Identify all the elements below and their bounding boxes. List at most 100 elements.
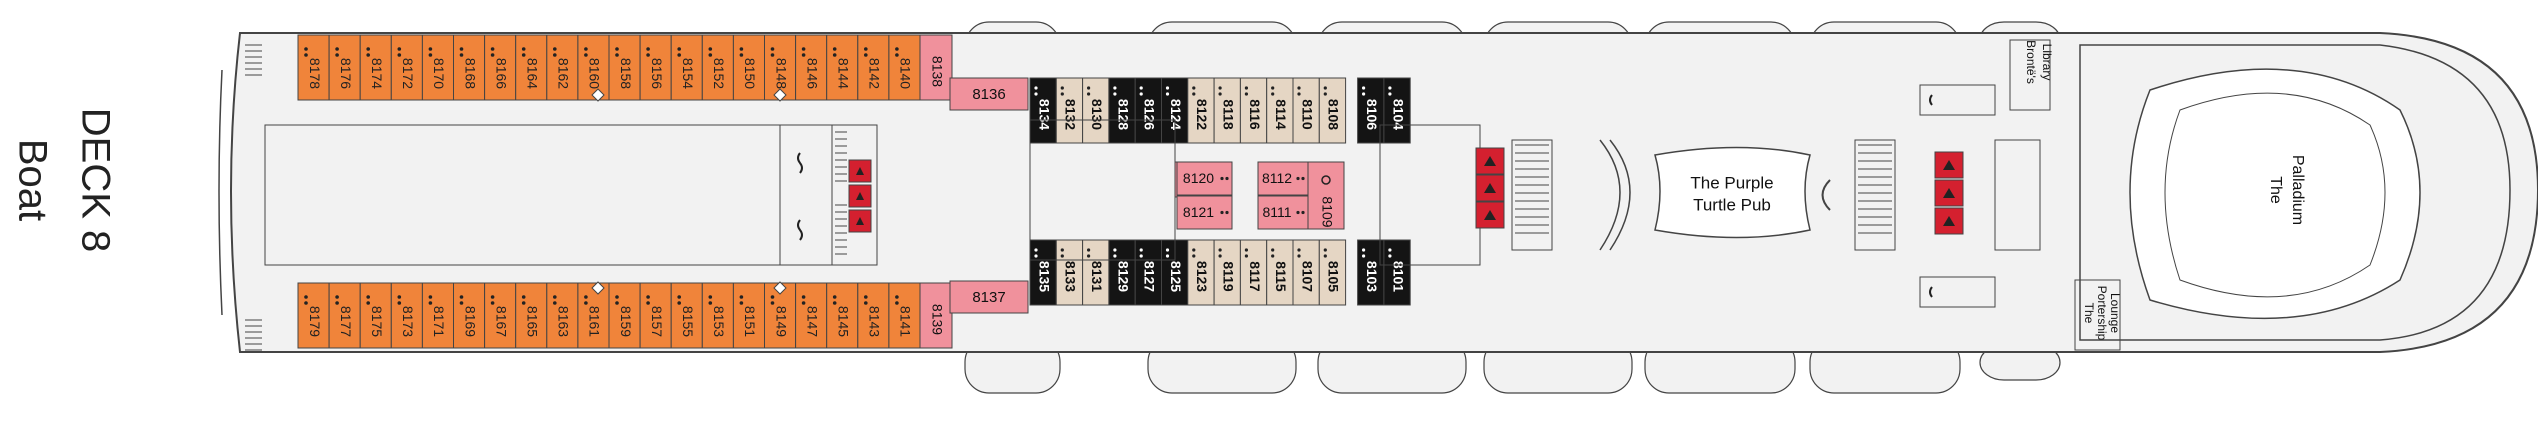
bed-icon (739, 301, 744, 305)
bed-icon (1165, 248, 1170, 252)
bed-icon (1087, 92, 1091, 96)
bed-icon (304, 301, 308, 305)
bed-icon (1060, 248, 1064, 252)
cabin-number: 8110 (1299, 99, 1315, 130)
bed-icon (584, 295, 588, 299)
cabin-number: 8149 (773, 306, 789, 337)
bed-icon (1271, 92, 1275, 96)
bed-icon (801, 301, 806, 305)
bed-icon (677, 53, 681, 57)
bed-icon (1271, 254, 1275, 258)
bed-icon (1362, 92, 1366, 96)
cabin-orange (639, 282, 672, 349)
cabin-number: 8158 (618, 58, 634, 89)
cabin-pink (1257, 161, 1309, 196)
bed-icon (1034, 86, 1038, 90)
bed-icon (739, 295, 744, 299)
bed-icon (584, 301, 588, 305)
bed-icon (801, 47, 806, 51)
bed-icon (521, 47, 526, 51)
bed-icon (553, 53, 557, 57)
cabin-number: 8177 (338, 306, 354, 337)
restroom (1919, 84, 1996, 116)
bed-icon (1323, 86, 1327, 90)
restroom-icon (797, 219, 803, 241)
bed-icon (677, 47, 681, 51)
access-icon (773, 281, 787, 295)
cabin-orange (453, 34, 486, 101)
cabin-number: 8116 (1247, 99, 1263, 130)
restroom-icon (1929, 286, 1933, 298)
bed-icon (335, 53, 339, 57)
theatre-name: The (2267, 176, 2284, 204)
bed-icon (459, 47, 464, 51)
cabin-number: 8121 (1183, 204, 1214, 220)
cabin-beige (1055, 77, 1084, 144)
cabin-orange (639, 34, 672, 101)
bed-icon (1165, 86, 1170, 90)
bed-icon (801, 53, 806, 57)
bed-icon (895, 47, 899, 51)
cabin-orange (670, 34, 703, 101)
cabin-number: 8128 (1115, 99, 1131, 130)
restroom (1919, 276, 1996, 308)
cabin-black (1029, 239, 1057, 306)
bed-icon (521, 53, 526, 57)
bed-icon (1165, 92, 1170, 96)
cabin-number: 8152 (711, 58, 727, 89)
bed-icon (895, 53, 899, 57)
bed-icon (1244, 248, 1248, 252)
cabin-number: 8137 (972, 289, 1005, 306)
bed-icon (1087, 254, 1091, 258)
cabin-number: 8166 (493, 58, 509, 89)
bed-icon (895, 301, 899, 305)
bed-icon (1225, 210, 1229, 215)
bed-icon (1139, 92, 1143, 96)
bed-icon (366, 301, 371, 305)
lounge-name: Portership (2095, 286, 2109, 341)
bed-icon (1297, 248, 1301, 252)
bed-icon (1218, 92, 1222, 96)
lift (1934, 151, 1964, 179)
cabin-number: 8144 (836, 58, 852, 89)
cabin-number: 8133 (1063, 261, 1079, 292)
cabin-number: 8117 (1247, 261, 1263, 292)
bed-icon (864, 295, 868, 299)
bed-icon (1301, 176, 1305, 181)
stern-line (218, 69, 223, 316)
cabin-number: 8124 (1168, 99, 1184, 130)
cabin-number: 8148 (773, 58, 789, 89)
cabin-pink (949, 77, 1029, 111)
bed-icon (864, 53, 868, 57)
cabin-orange (701, 34, 734, 101)
cabin-number: 8159 (618, 306, 634, 337)
accessible-icon (1321, 175, 1331, 185)
cabin-number: 8143 (867, 306, 883, 337)
cabin-orange (297, 282, 330, 349)
cabin-pink (919, 282, 953, 349)
cabin-number: 8155 (680, 306, 696, 337)
lounge-name: The (2082, 303, 2096, 324)
bed-icon (1113, 248, 1117, 252)
bed-icon (1192, 248, 1196, 252)
cabin-black (1134, 77, 1162, 144)
cabin-number: 8104 (1390, 99, 1406, 130)
lift-icon (856, 167, 864, 175)
cabin-orange (670, 282, 703, 349)
cabin-number: 8112 (1262, 170, 1292, 186)
bed-icon (1165, 254, 1170, 258)
bed-icon (490, 53, 495, 57)
cabin-orange (888, 282, 921, 349)
cabin-number: 8126 (1142, 99, 1158, 130)
pub-name: The Purple (1690, 173, 1773, 192)
restroom-icon (1929, 94, 1933, 106)
library-room (2009, 39, 2051, 111)
cabin-orange (328, 34, 361, 101)
bed-icon (366, 295, 371, 299)
cabin-number: 8164 (525, 58, 541, 89)
cabin-orange (701, 282, 734, 349)
cabin-pink (1307, 161, 1345, 230)
cabin-orange (515, 282, 548, 349)
cabin-pink (1257, 195, 1309, 230)
cabin-beige (1055, 239, 1084, 306)
